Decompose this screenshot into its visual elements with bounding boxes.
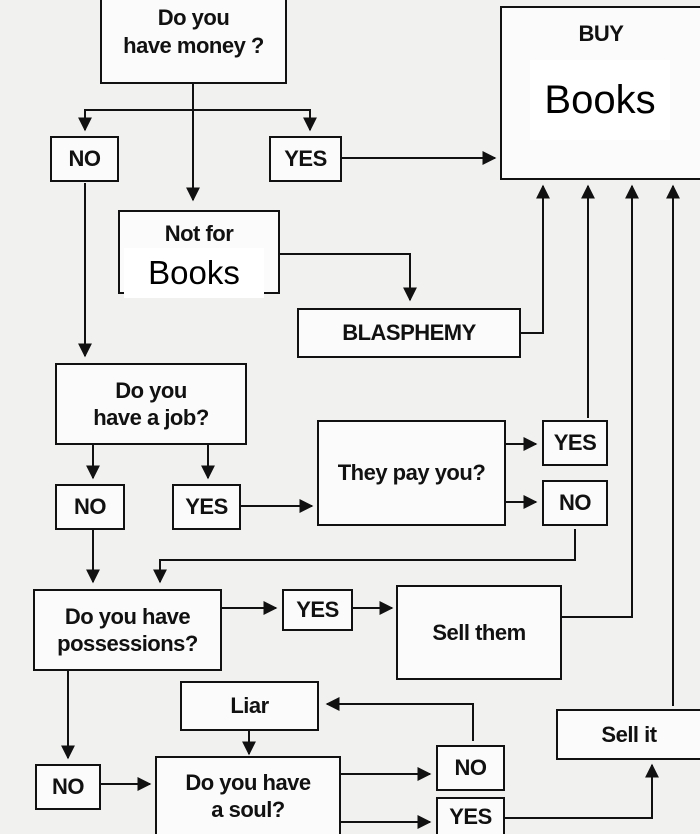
soul-yes-label: YES xyxy=(449,803,492,829)
job-question-box: Do you have a job? xyxy=(55,363,247,445)
money-yes-box: YES xyxy=(269,136,342,182)
money-no-box: NO xyxy=(50,136,119,182)
blasphemy-label: BLASPHEMY xyxy=(342,320,476,346)
not-for-label: Not for xyxy=(164,221,234,246)
not-for-books-pasted-label: Books xyxy=(124,248,264,298)
arrow-soulyes-to-sellit xyxy=(505,763,659,819)
pay-yes-label: YES xyxy=(553,430,597,456)
liar-label: Liar xyxy=(230,693,269,719)
blasphemy-box: BLASPHEMY xyxy=(297,308,521,358)
soul-question-label: Do you have a soul? xyxy=(185,769,311,823)
arrow-notfor-to-blasphemy xyxy=(280,253,417,302)
sell-them-box: Sell them xyxy=(396,585,562,680)
pay-no-label: NO xyxy=(559,490,592,516)
pay-question-label: They pay you? xyxy=(337,460,486,486)
job-question-label: Do you have a job? xyxy=(93,377,209,431)
job-no-label: NO xyxy=(74,494,107,520)
soul-no-label: NO xyxy=(454,755,488,781)
pay-question-box: They pay you? xyxy=(317,420,506,526)
buy-books-pasted-label: Books xyxy=(530,60,670,140)
job-yes-label: YES xyxy=(185,494,228,520)
buy-label: BUY xyxy=(578,21,624,46)
sell-them-label: Sell them xyxy=(432,619,526,645)
pay-no-box: NO xyxy=(542,480,608,526)
sell-it-box: Sell it xyxy=(556,709,700,760)
arrow-payno-to-possessions xyxy=(153,529,576,584)
liar-box: Liar xyxy=(180,681,319,731)
arrow-money-to-yes xyxy=(193,109,317,132)
soul-yes-box: YES xyxy=(436,797,505,834)
sell-it-label: Sell it xyxy=(601,721,657,747)
money-yes-label: YES xyxy=(284,146,327,172)
soul-no-box: NO xyxy=(436,745,505,791)
possessions-no-label: NO xyxy=(52,774,85,800)
arrow-sellthem-to-buy xyxy=(562,184,639,618)
pay-yes-box: YES xyxy=(542,420,608,466)
money-question-label: Do you have money ? xyxy=(123,5,264,58)
possessions-yes-box: YES xyxy=(282,589,353,631)
job-no-box: NO xyxy=(55,484,125,530)
possessions-question-box: Do you have possessions? xyxy=(33,589,222,671)
arrow-money-to-no xyxy=(78,83,194,132)
possessions-question-label: Do you have possessions? xyxy=(57,603,198,657)
soul-question-box: Do you have a soul? xyxy=(155,756,341,834)
money-question-box: Do you have money ? xyxy=(100,0,287,84)
job-yes-box: YES xyxy=(172,484,241,530)
arrow-blasphemy-to-buy xyxy=(520,184,550,334)
possessions-yes-label: YES xyxy=(296,597,339,623)
arrow-soulno-to-liar xyxy=(325,697,474,741)
possessions-no-box: NO xyxy=(35,764,101,810)
money-no-label: NO xyxy=(68,146,102,172)
